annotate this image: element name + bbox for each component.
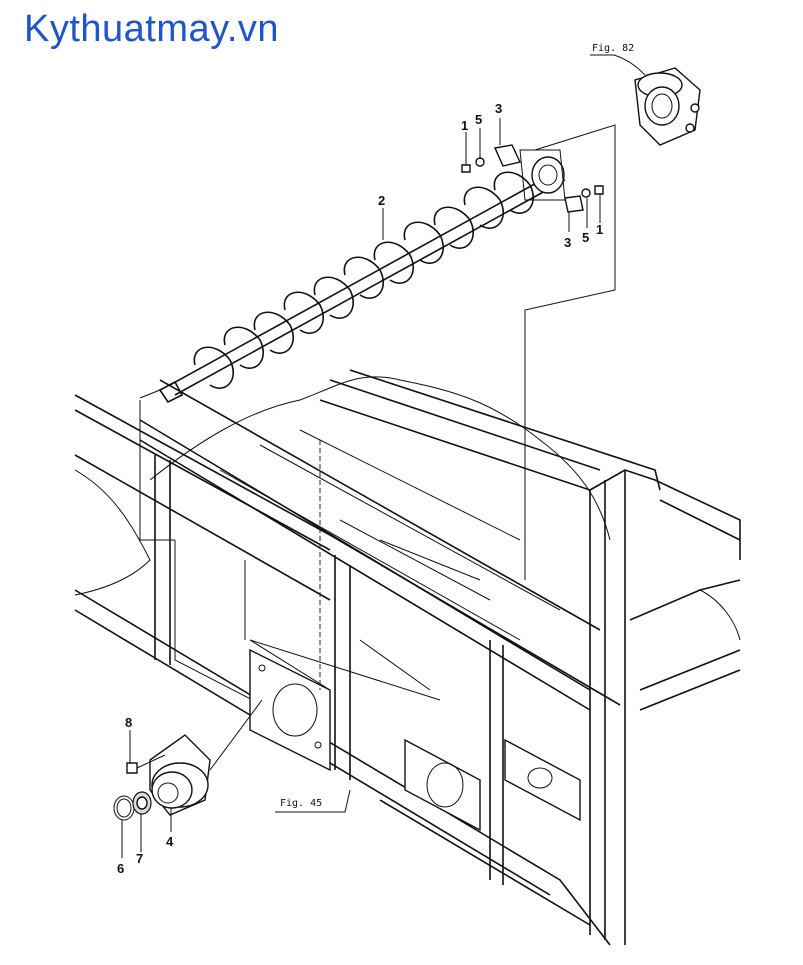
callout-3-right: 3	[564, 235, 571, 250]
callout-5-top: 5	[475, 112, 482, 127]
auger-screw	[139, 149, 566, 404]
fig-ref-45: Fig. 45	[280, 798, 322, 809]
bearing-plate-right	[404, 738, 481, 832]
callout-8: 8	[125, 715, 132, 730]
gearbox-fig82	[613, 54, 701, 146]
post-plate-right	[504, 738, 581, 822]
combine-frame	[74, 369, 741, 946]
bearing-to-plate-leader	[209, 699, 263, 771]
callout-2: 2	[378, 193, 385, 208]
callout-7: 7	[136, 851, 143, 866]
callout-1-top: 1	[461, 118, 468, 133]
bearing-plate-left	[249, 648, 331, 772]
fig-ref-82: Fig. 82	[592, 43, 634, 54]
oil-seal	[132, 791, 152, 815]
upper-hardware-set	[461, 140, 522, 173]
site-watermark: Kythuatmay.vn	[24, 8, 280, 50]
callout-1-right: 1	[596, 222, 603, 237]
callout-4: 4	[166, 834, 174, 849]
retaining-ring	[113, 795, 135, 821]
callout-3-top: 3	[495, 101, 502, 116]
flange-bearing-assembly	[126, 734, 211, 816]
fig45-leader	[275, 789, 351, 813]
right-hardware-set	[564, 185, 604, 213]
auger-shaft-leader	[139, 400, 175, 541]
callout-6: 6	[117, 861, 124, 876]
auger-to-gearbox-leader	[524, 124, 616, 580]
callout-5-right: 5	[582, 230, 589, 245]
